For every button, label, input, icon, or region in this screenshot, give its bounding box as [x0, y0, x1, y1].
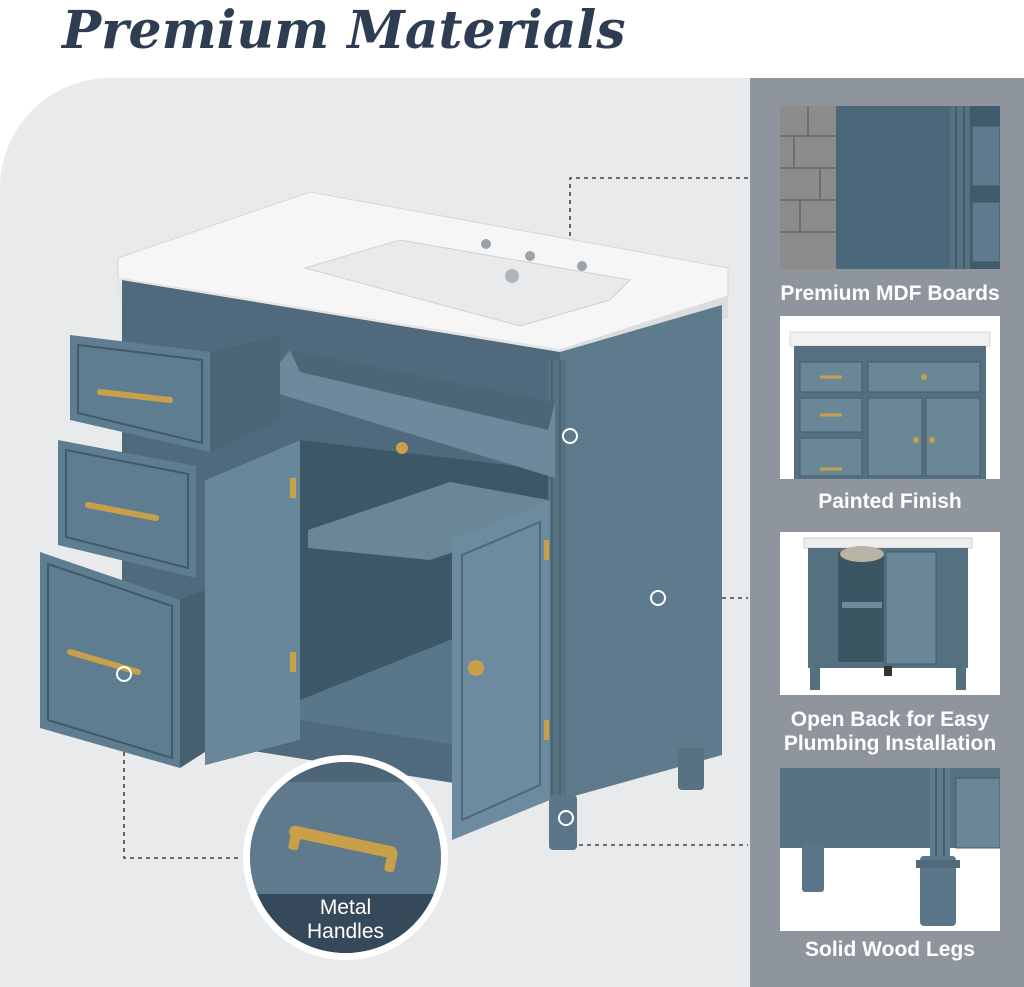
page-title: Premium Materials — [62, 0, 626, 61]
callout-dot-finish — [650, 590, 666, 606]
drawer-bottom — [40, 552, 205, 768]
feature-label-wood-legs: Solid Wood Legs — [805, 938, 975, 961]
metal-handles-zoom: Metal Handles — [243, 755, 448, 960]
metal-handles-label: Metal Handles — [250, 894, 441, 953]
metal-handles-label-line2: Handles — [306, 920, 385, 943]
right-door — [452, 500, 550, 840]
drawer-top — [70, 335, 280, 452]
leg-back-right — [678, 748, 704, 790]
vanity-back-view-icon — [780, 532, 1000, 695]
faucet-hole-1 — [481, 239, 491, 249]
vanity-front-view-icon — [780, 316, 1000, 479]
leader-legs — [565, 818, 748, 846]
sink-basin — [303, 239, 632, 327]
tilt-out-tray — [260, 350, 555, 478]
mdf-board-closeup-icon — [780, 106, 1000, 269]
drawer-middle — [58, 440, 196, 578]
metal-handles-zoom-image: Metal Handles — [250, 762, 441, 953]
faucet-hole-2 — [525, 251, 535, 261]
callout-dot-mdf — [562, 428, 578, 444]
callout-dot-handles — [116, 666, 132, 682]
metal-handles-label-line1: Metal — [319, 896, 372, 919]
feature-label-open-back: Open Back for Easy Plumbing Installation — [783, 708, 997, 755]
feature-label-mdf: Premium MDF Boards — [780, 282, 1000, 305]
feature-label-finish: Painted Finish — [818, 490, 962, 513]
drain — [505, 269, 519, 283]
door-knob — [468, 660, 484, 676]
faucet-hole-3 — [577, 261, 587, 271]
callout-dot-legs — [558, 810, 574, 826]
left-door — [205, 440, 300, 765]
interior-shelf — [308, 482, 548, 560]
tray-knob — [396, 442, 408, 454]
wood-leg-closeup-icon — [780, 768, 1000, 931]
